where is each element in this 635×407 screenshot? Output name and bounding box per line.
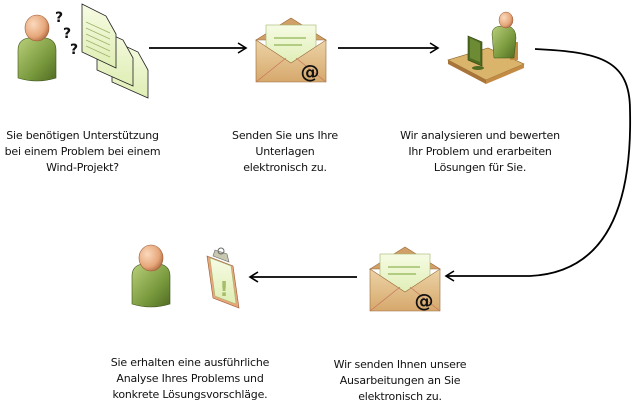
caption-line: Senden Sie uns Ihre bbox=[232, 129, 338, 142]
email-envelope-icon: @ bbox=[368, 246, 442, 312]
curved-arrow-step3-to-step4 bbox=[446, 48, 632, 277]
question-marks-icon: ? ? ? bbox=[55, 10, 78, 58]
caption-line: bei einem Problem bei einem bbox=[4, 145, 161, 158]
caption-step-5: Sie erhalten eine ausführliche Analyse I… bbox=[95, 355, 285, 403]
caption-line: Ausarbeitungen an Sie bbox=[339, 374, 461, 387]
person-at-computer-icon bbox=[447, 11, 525, 84]
at-sign: @ bbox=[415, 290, 434, 312]
question-mark: ? bbox=[55, 10, 63, 26]
caption-line: Ihr Problem und erarbeiten bbox=[408, 145, 552, 158]
caption-step-2: Senden Sie uns Ihre Unterlagen elektroni… bbox=[210, 128, 360, 176]
arrowhead-step4 bbox=[444, 270, 455, 282]
caption-line: Lösungen für Sie. bbox=[433, 161, 527, 174]
question-mark: ? bbox=[70, 42, 78, 58]
caption-line: Analyse Ihres Problems und bbox=[116, 372, 264, 385]
question-mark: ? bbox=[63, 26, 71, 42]
documents-stack-icon bbox=[81, 3, 149, 99]
person-icon bbox=[131, 244, 171, 308]
caption-line: Sie erhalten eine ausführliche bbox=[110, 356, 270, 369]
exclamation-mark: ! bbox=[219, 277, 228, 301]
caption-line: elektronisch zu. bbox=[358, 390, 442, 403]
caption-line: Wind-Projekt? bbox=[46, 161, 119, 174]
caption-step-1: Sie benötigen Unterstützung bei einem Pr… bbox=[0, 128, 165, 176]
clipboard-report-icon: ! bbox=[206, 247, 240, 309]
caption-line: Sie benötigen Unterstützung bbox=[6, 129, 159, 142]
arrowhead-step5 bbox=[248, 271, 259, 283]
caption-line: elektronisch zu. bbox=[243, 161, 327, 174]
caption-step-4: Wir senden Ihnen unsere Ausarbeitungen a… bbox=[320, 357, 480, 405]
email-envelope-icon: @ bbox=[254, 17, 328, 83]
caption-line: konkrete Lösungsvorschläge. bbox=[112, 388, 268, 401]
caption-step-3: Wir analysieren und bewerten Ihr Problem… bbox=[390, 128, 570, 176]
confused-person-icon bbox=[17, 14, 57, 82]
caption-line: Wir analysieren und bewerten bbox=[400, 129, 560, 142]
caption-line: Wir senden Ihnen unsere bbox=[333, 358, 467, 371]
at-sign: @ bbox=[301, 61, 320, 83]
caption-line: Unterlagen bbox=[255, 145, 315, 158]
